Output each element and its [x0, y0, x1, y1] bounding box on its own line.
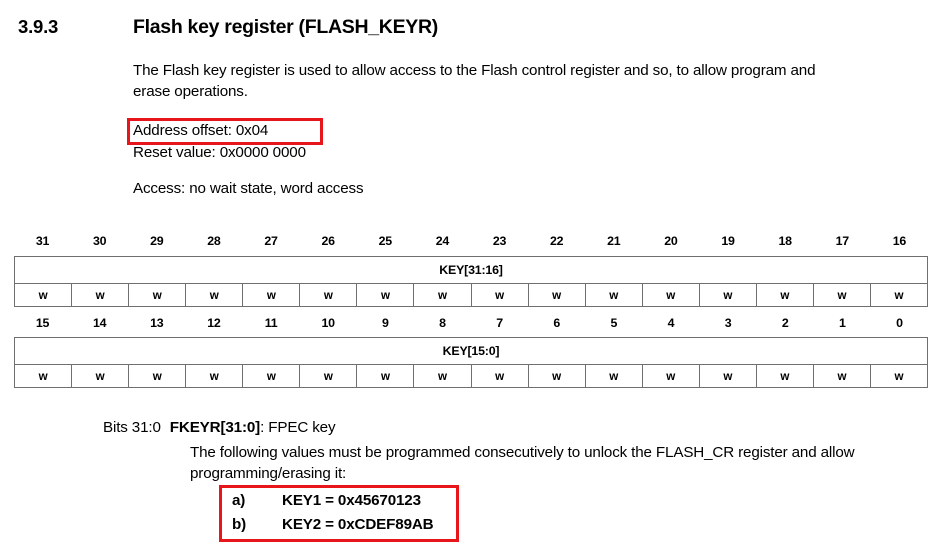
register-field-row-low: KEY[15:0]	[15, 338, 927, 365]
access-cell: w	[129, 365, 187, 387]
bit-number: 15	[35, 316, 50, 330]
access-cell: w	[72, 365, 130, 387]
bit-number: 16	[892, 234, 907, 248]
bit-number: 19	[721, 234, 735, 248]
bit-number: 29	[150, 234, 164, 248]
access-cell: w	[643, 284, 700, 306]
access-cell: w	[814, 284, 871, 306]
access-cell: w	[757, 284, 814, 306]
bit-number: 9	[381, 316, 389, 330]
list-item: b) KEY2 = 0xCDEF89AB	[232, 513, 434, 537]
register-table-low: KEY[15:0] w w w w w w w w w w w w w w w …	[14, 337, 928, 388]
access-cell: w	[357, 365, 415, 387]
register-field-name: KEY[15:0]	[442, 344, 500, 358]
bit-number: 13	[150, 316, 164, 330]
bit-numbers-row-high: 31 30 29 28 27 26 25 24 23 22 21 20 19 1…	[14, 233, 928, 249]
access-cell: w	[300, 284, 358, 306]
access-cell: w	[243, 365, 301, 387]
bit-number: 20	[664, 234, 678, 248]
page-title: Flash key register (FLASH_KEYR)	[133, 16, 438, 38]
register-access-row-low: w w w w w w w w w w w w w w w w	[15, 365, 927, 387]
access-cell: w	[643, 365, 700, 387]
bits-field-description: : FPEC key	[260, 419, 336, 436]
bit-number: 12	[207, 316, 221, 330]
access-cell: w	[72, 284, 130, 306]
access-cell: w	[186, 365, 244, 387]
bit-number: 0	[896, 316, 903, 330]
bits-description-heading: Bits 31:0 FKEYR[31:0]: FPEC key	[103, 417, 336, 438]
bit-number: 26	[321, 234, 335, 248]
key-values-list: a) KEY1 = 0x45670123 b) KEY2 = 0xCDEF89A…	[232, 489, 434, 537]
bit-number: 2	[781, 316, 789, 330]
bit-numbers-row-low: 15 14 13 12 11 10 9 8 7 6 5 4 3 2 1 0	[14, 315, 928, 331]
bit-number: 11	[264, 316, 278, 330]
bit-number: 7	[496, 316, 503, 330]
access-cell: w	[472, 365, 529, 387]
bit-number: 21	[607, 234, 621, 248]
bit-number: 10	[321, 316, 335, 330]
section-number: 3.9.3	[18, 16, 59, 37]
list-marker: a)	[232, 492, 246, 509]
access-cell: w	[894, 369, 904, 383]
access-cell: w	[414, 284, 472, 306]
access-cell: w	[129, 284, 187, 306]
bit-number: 6	[553, 316, 561, 330]
bit-number: 18	[778, 234, 792, 248]
bit-number: 5	[610, 316, 618, 330]
access-cell: w	[300, 365, 358, 387]
access-cell: w	[243, 284, 301, 306]
bits-range-label: Bits 31:0	[103, 419, 161, 436]
access-cell: w	[700, 284, 757, 306]
access-cell: w	[529, 284, 586, 306]
key-value-text: KEY2 = 0xCDEF89AB	[282, 516, 434, 533]
register-field-row-high: KEY[31:16]	[15, 257, 927, 284]
access-cell: w	[757, 365, 814, 387]
bit-number: 23	[492, 234, 507, 248]
access-cell: w	[15, 284, 73, 306]
bit-number: 17	[835, 234, 850, 248]
bit-number: 25	[378, 234, 393, 248]
access-cell: w	[15, 365, 73, 387]
intro-paragraph: The Flash key register is used to allow …	[133, 62, 816, 100]
access-cell: w	[529, 365, 586, 387]
bit-number: 14	[92, 316, 107, 330]
bits-description-body: The following values must be programmed …	[190, 444, 855, 482]
access-text: Access: no wait state, word access	[133, 180, 364, 197]
bit-number: 27	[264, 234, 278, 248]
bit-number: 28	[207, 234, 221, 248]
register-access-row-high: w w w w w w w w w w w w w w w w	[15, 284, 927, 306]
access-cell: w	[586, 284, 643, 306]
bit-number: 8	[439, 316, 446, 330]
access-cell: w	[414, 365, 472, 387]
bit-number: 31	[35, 234, 50, 248]
bit-number: 3	[724, 316, 732, 330]
section-heading: 3.9.3 Flash key register (FLASH_KEYR)	[18, 16, 922, 42]
access-cell: w	[814, 365, 871, 387]
access-cell: w	[186, 284, 244, 306]
access-cell: w	[894, 288, 904, 302]
bit-number: 1	[838, 316, 846, 330]
bit-number: 22	[549, 234, 564, 248]
bit-number: 30	[92, 234, 107, 248]
key-value-text: KEY1 = 0x45670123	[282, 492, 421, 509]
bits-field-name: FKEYR[31:0]	[169, 419, 261, 436]
access-cell: w	[586, 365, 643, 387]
reset-value-text: Reset value: 0x0000 0000	[133, 144, 306, 161]
bit-number: 24	[435, 234, 450, 248]
access-cell: w	[472, 284, 529, 306]
register-table-high: KEY[31:16] w w w w w w w w w w w w w w w…	[14, 256, 928, 307]
register-field-name: KEY[31:16]	[439, 263, 503, 277]
bit-number: 4	[667, 316, 675, 330]
access-cell: w	[700, 365, 757, 387]
address-offset-text: Address offset: 0x04	[133, 122, 269, 139]
access-cell: w	[357, 284, 415, 306]
list-marker: b)	[232, 516, 247, 533]
list-item: a) KEY1 = 0x45670123	[232, 489, 434, 513]
